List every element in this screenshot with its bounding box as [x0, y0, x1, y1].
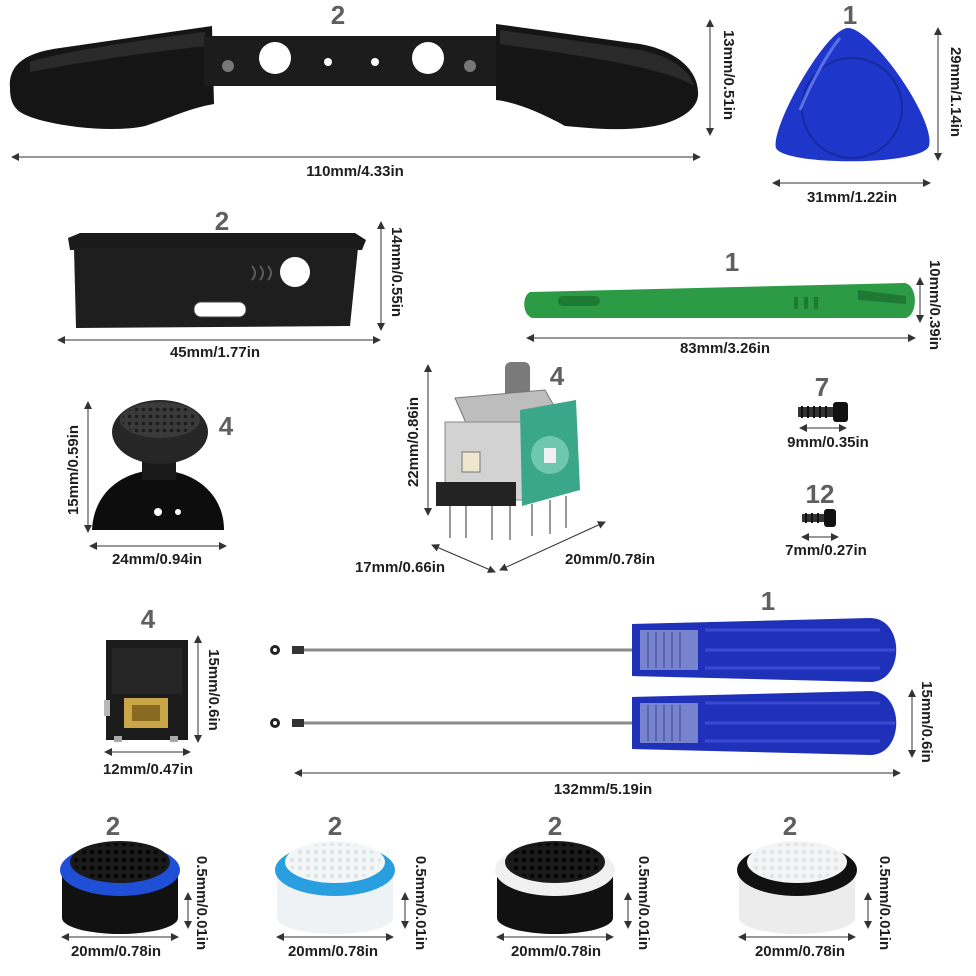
- joystick-module-part: [424, 362, 606, 573]
- grip-1-count: 2: [105, 811, 121, 841]
- small-screw-count: 12: [805, 479, 835, 509]
- thumbstick-width-label: 24mm/0.94in: [111, 551, 203, 568]
- button-bar-part: [57, 221, 385, 344]
- thumb-grip-white-black: [737, 841, 872, 941]
- button-bar-height-label: 14mm/0.55in: [388, 226, 405, 318]
- pry-tool-height-label: 10mm/0.39in: [926, 259, 943, 351]
- joystick-module-count: 4: [549, 361, 565, 391]
- pry-tool-part: [524, 277, 924, 342]
- grip-2-count: 2: [327, 811, 343, 841]
- grip-4-width-label: 20mm/0.78in: [754, 943, 846, 960]
- grip-4-height-label: 0.5mm/0.01in: [876, 855, 893, 951]
- grip-2-height-label: 0.5mm/0.01in: [412, 855, 429, 951]
- pick-height-label: 29mm/1.14in: [947, 46, 964, 138]
- joystick-module-height-label: 22mm/0.86in: [405, 396, 422, 488]
- bumper-part: [9, 19, 714, 161]
- grip-3-count: 2: [547, 811, 563, 841]
- grip-1-width-label: 20mm/0.78in: [70, 943, 162, 960]
- triangle-pick-part: [772, 27, 942, 187]
- small-screw-width-label: 7mm/0.27in: [785, 542, 867, 559]
- joystick-module-depth-label: 17mm/0.66in: [354, 559, 446, 576]
- small-screw-part: [801, 509, 839, 541]
- thumb-grip-blue-black: [60, 841, 192, 941]
- pick-width-label: 31mm/1.22in: [806, 189, 898, 206]
- large-screw-count: 7: [814, 372, 830, 402]
- bumper-width-label: 110mm/4.33in: [306, 163, 404, 180]
- grip-3-width-label: 20mm/0.78in: [510, 943, 602, 960]
- thumbstick-height-label: 15mm/0.59in: [65, 424, 82, 516]
- screwdrivers-part: [270, 618, 916, 777]
- screwdrivers-width-label: 132mm/5.19in: [553, 781, 653, 798]
- large-screw-part: [798, 402, 848, 432]
- button-bar-width-label: 45mm/1.77in: [169, 344, 261, 361]
- audio-jack-height-label: 15mm/0.6in: [205, 649, 222, 731]
- screwdriver-bottom: [270, 691, 897, 755]
- bumper-height-label: 13mm/0.51in: [720, 29, 737, 121]
- pry-tool-count: 1: [724, 247, 740, 277]
- joystick-module-width-label: 20mm/0.78in: [564, 551, 656, 568]
- grip-4-count: 2: [782, 811, 798, 841]
- audio-jack-part: [104, 635, 202, 756]
- grip-3-height-label: 0.5mm/0.01in: [635, 855, 652, 951]
- thumb-grip-white-lightblue: [275, 841, 409, 941]
- screwdrivers-count: 1: [760, 586, 776, 616]
- bumper-count: 2: [330, 0, 346, 30]
- thumbstick-count: 4: [218, 411, 234, 441]
- audio-jack-width-label: 12mm/0.47in: [102, 761, 194, 778]
- audio-jack-count: 4: [140, 604, 156, 634]
- grip-2-width-label: 20mm/0.78in: [287, 943, 379, 960]
- screwdriver-top: [270, 618, 897, 682]
- screwdrivers-height-label: 15mm/0.6in: [918, 681, 935, 763]
- pick-count: 1: [842, 0, 858, 30]
- thumb-grip-black-white: [495, 841, 632, 941]
- large-screw-width-label: 9mm/0.35in: [787, 434, 869, 451]
- grip-1-height-label: 0.5mm/0.01in: [193, 855, 210, 951]
- button-bar-count: 2: [214, 206, 230, 236]
- pry-tool-width-label: 83mm/3.26in: [679, 340, 771, 357]
- thumbstick-part: [84, 400, 227, 550]
